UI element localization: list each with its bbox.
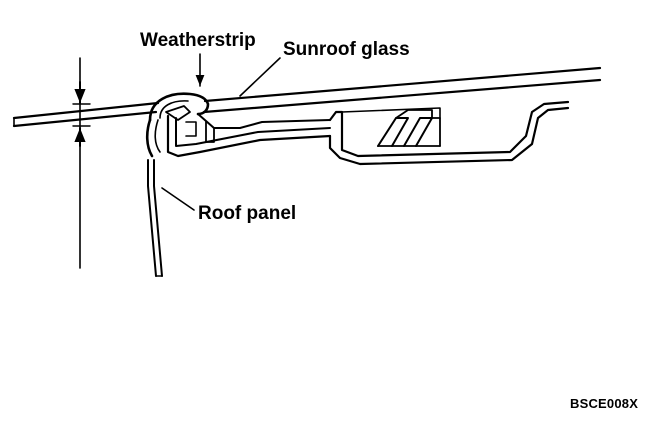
glass-frame	[166, 113, 332, 158]
label-roof-panel: Roof panel	[198, 203, 297, 224]
weatherstrip-seal	[145, 92, 210, 158]
leader-sunroof-glass	[239, 57, 281, 97]
drain-channel	[328, 100, 570, 166]
sunroof-glass	[202, 66, 602, 114]
dimension-indicator	[72, 57, 91, 269]
roof-panel-skin	[12, 101, 160, 128]
roof-panel-flange	[147, 159, 163, 277]
slider-bracket	[377, 109, 441, 147]
figure-code: BSCE008X	[570, 396, 639, 411]
label-weatherstrip: Weatherstrip	[140, 30, 256, 51]
leader-roof-panel	[161, 187, 195, 211]
label-sunroof-glass: Sunroof glass	[283, 39, 410, 60]
